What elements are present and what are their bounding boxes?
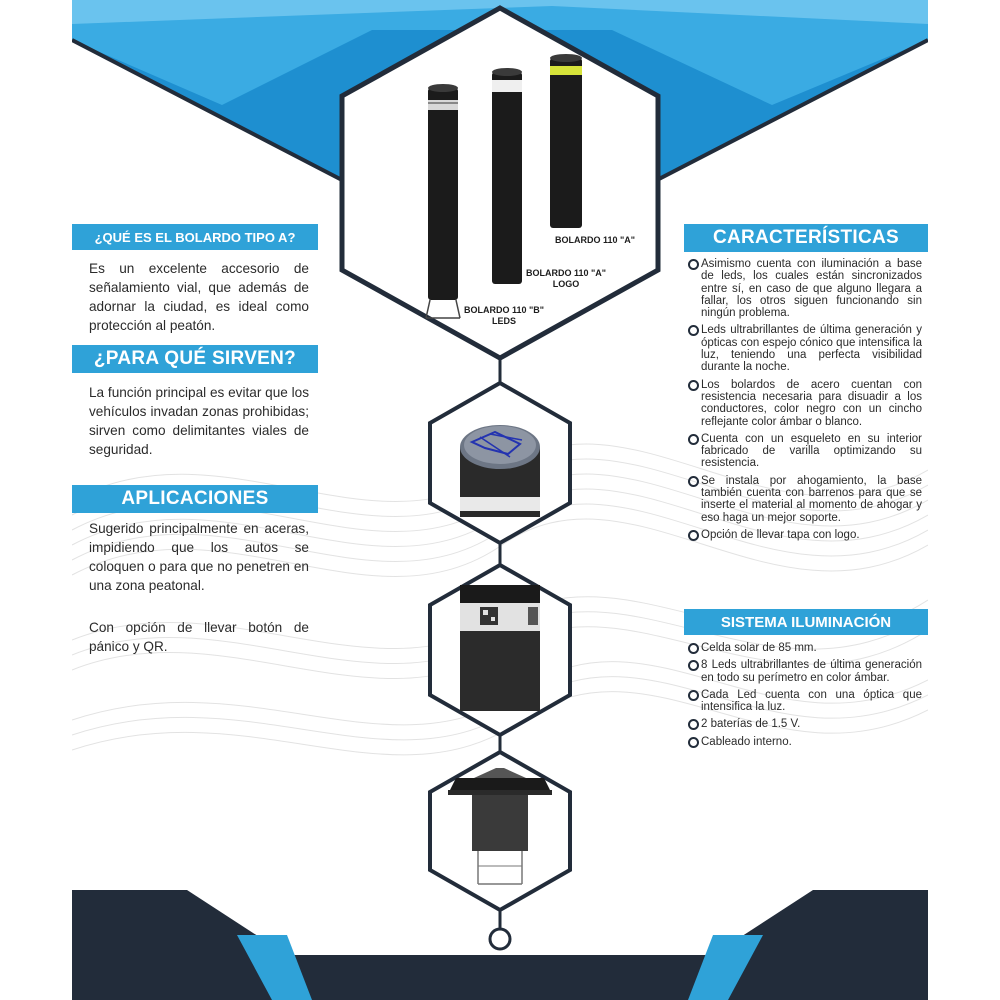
lighting-text: Celda solar de 85 mm.	[701, 642, 817, 654]
label-bolardo-b-leds: BOLARDO 110 "B" LEDS	[464, 305, 544, 327]
feature-text: Se instala por ahogamiento, la base tamb…	[701, 474, 922, 524]
bullet-icon	[688, 529, 699, 541]
list-item: Asimismo cuenta con iluminación a base d…	[688, 258, 922, 319]
lighting-list: Celda solar de 85 mm. 8 Leds ultrabrilla…	[688, 642, 922, 753]
text-aplicaciones: Sugerido principalmente en aceras, impid…	[89, 521, 309, 593]
bullet-icon	[688, 736, 699, 748]
bollard-cap-logo-image	[460, 425, 540, 517]
feature-text: Opción de llevar tapa con logo.	[701, 528, 860, 541]
lighting-text: Cada Led cuenta con una óptica que inten…	[701, 688, 922, 714]
list-item: Cuenta con un esqueleto en su interior f…	[688, 433, 922, 470]
bullet-icon	[688, 379, 699, 391]
bullet-icon	[688, 689, 699, 701]
bullet-icon	[688, 325, 699, 337]
bollards-illustration	[425, 54, 582, 319]
list-item: Cada Led cuenta con una óptica que inten…	[688, 689, 922, 714]
bullet-icon	[688, 660, 699, 672]
text-aplicaciones-extra: Con opción de llevar botón de pánico y Q…	[89, 620, 309, 654]
title-que-es: ¿QUÉ ES EL BOLARDO TIPO A?	[72, 224, 318, 250]
list-item: Los bolardos de acero cuentan con resist…	[688, 379, 922, 428]
bullet-icon	[688, 433, 699, 445]
label-bolardo-b-leds-line1: BOLARDO 110 "B"	[464, 305, 545, 315]
title-caracteristicas: CARACTERÍSTICAS	[684, 224, 928, 252]
features-list: Asimismo cuenta con iluminación a base d…	[688, 258, 922, 546]
list-item: 8 Leds ultrabrillantes de última generac…	[688, 659, 922, 684]
text-para-que-sirven: La función principal es evitar que los v…	[89, 385, 309, 457]
label-bolardo-b-leds-line2: LEDS	[492, 316, 517, 326]
list-item: Opción de llevar tapa con logo.	[688, 529, 922, 541]
label-bolardo-a-logo-line1: BOLARDO 110 "A"	[526, 268, 607, 278]
brochure-page: BOLARDO 110 "A" BOLARDO 110 "A" LOGO BOL…	[72, 0, 928, 1000]
label-bolardo-a-logo: BOLARDO 110 "A" LOGO	[526, 268, 606, 290]
bullet-icon	[688, 719, 699, 731]
feature-text: Los bolardos de acero cuentan con resist…	[701, 378, 922, 428]
lighting-text: 8 Leds ultrabrillantes de última generac…	[701, 659, 922, 684]
lighting-text: 2 baterías de 1.5 V.	[701, 718, 801, 731]
bullet-icon	[688, 259, 699, 270]
bollard-qr-image	[460, 585, 540, 711]
list-item: Cableado interno.	[688, 736, 922, 748]
bollard-base-image	[448, 768, 552, 885]
label-bolardo-a-logo-line2: LOGO	[552, 279, 580, 289]
feature-text: Cuenta con un esqueleto en su interior f…	[701, 432, 922, 470]
label-bolardo-a: BOLARDO 110 "A"	[555, 235, 636, 245]
list-item: Se instala por ahogamiento, la base tamb…	[688, 475, 922, 524]
feature-text: Asimismo cuenta con iluminación a base d…	[701, 258, 922, 320]
list-item: Celda solar de 85 mm.	[688, 642, 922, 654]
title-sistema-iluminacion: SISTEMA ILUMINACIÓN	[684, 609, 928, 635]
lighting-text: Cableado interno.	[701, 735, 792, 748]
title-para-que-sirven: ¿PARA QUÉ SIRVEN?	[72, 345, 318, 373]
list-item: 2 baterías de 1.5 V.	[688, 718, 922, 731]
bullet-icon	[688, 643, 699, 654]
feature-text: Leds ultrabrillantes de última generació…	[701, 324, 922, 374]
bullet-icon	[688, 475, 699, 487]
list-item: Leds ultrabrillantes de última generació…	[688, 324, 922, 373]
text-que-es: Es un excelente accesorio de señalamient…	[89, 261, 309, 333]
title-aplicaciones: APLICACIONES	[72, 485, 318, 513]
